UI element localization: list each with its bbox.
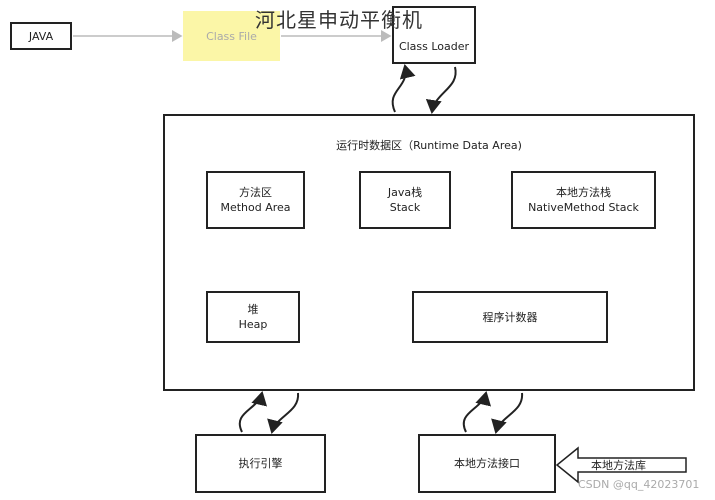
arrow-loader-to-rda <box>425 66 457 114</box>
arrow-rda-to-loader <box>391 64 416 113</box>
csdn-credit: CSDN @qq_42023701 <box>578 478 700 491</box>
program-counter-node: 程序计数器 <box>412 291 608 343</box>
execution-engine-node: 执行引擎 <box>195 434 326 493</box>
arrow-rda-to-nif <box>491 392 524 434</box>
class-loader-node: Class Loader <box>392 6 476 64</box>
arrow-engine-to-rda <box>238 391 268 433</box>
arrow-nif-to-rda <box>462 391 492 433</box>
native-library-label: 本地方法库 <box>591 459 646 472</box>
arrow-library-to-nif <box>555 446 687 484</box>
arrow-rda-to-engine <box>267 392 300 434</box>
runtime-data-area: 运行时数据区（Runtime Data Area) <box>163 114 695 391</box>
class-file-node: Class File <box>183 11 280 61</box>
java-node: JAVA <box>10 22 72 50</box>
native-interface-node: 本地方法接口 <box>418 434 556 493</box>
watermark-text: 河北星申动平衡机 <box>255 8 423 32</box>
